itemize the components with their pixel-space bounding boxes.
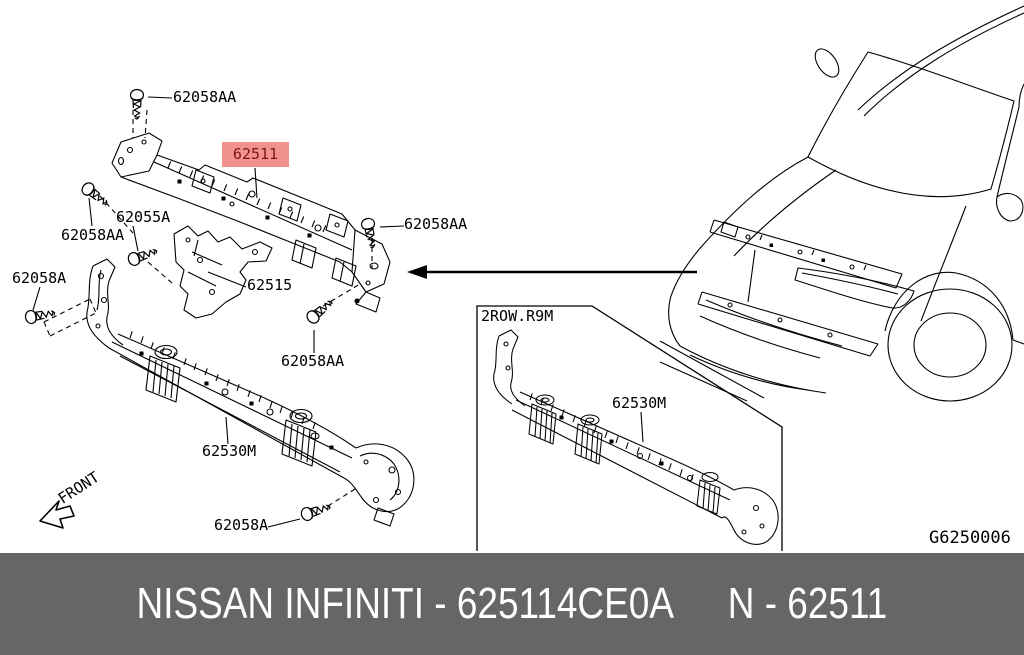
footer-banner: NISSAN INFINITI - 625114CE0A N - 62511 <box>0 553 1024 655</box>
callout-bolt-upper-right: 62058AA <box>404 215 468 233</box>
callout-bolt-far-left: 62058A <box>12 269 67 287</box>
bolt-upper-right-icon <box>359 216 380 250</box>
bolt-upper-left-icon <box>79 179 112 210</box>
callout-lower-crossmember: 62530M <box>202 442 257 460</box>
bracket-62515 <box>173 225 273 319</box>
leader-lines <box>32 96 644 528</box>
callout-bolt-bottom: 62058A <box>214 516 269 534</box>
figure-code: G6250006 <box>929 528 1011 548</box>
bolt-62055a-icon <box>126 244 160 268</box>
banner-part-number: N - 62511 <box>727 579 888 628</box>
inset-box <box>476 305 783 551</box>
inset-crossmember-callout: 62530M <box>612 394 667 412</box>
bolt-far-left-icon <box>23 305 57 325</box>
inset-variant-tag: 2ROW.R9M <box>481 307 554 325</box>
callout-bolt-upper-left: 62058AA <box>61 226 125 244</box>
pointer-arrow <box>407 265 697 279</box>
footer-banner-text: NISSAN INFINITI - 625114CE0A N - 62511 <box>137 579 888 629</box>
front-arrow-icon <box>39 500 75 529</box>
car-internal-crossmember-sketch <box>697 219 903 357</box>
inset-crossmember-62530m <box>493 329 779 545</box>
bolt-bottom-icon <box>299 499 333 523</box>
callout-bracket-62515: 62515 <box>247 276 293 294</box>
car-illustration <box>659 5 1024 402</box>
callout-stay-62055a: 62055A <box>116 208 171 226</box>
callout-bolt-top: 62058AA <box>173 88 237 106</box>
callout-bolt-middle: 62058AA <box>281 352 345 370</box>
banner-part-description: NISSAN INFINITI - 625114CE0A <box>136 579 675 628</box>
highlighted-part-callout-62511: 62511 <box>222 142 289 167</box>
lower-crossmember-62530m <box>86 258 415 527</box>
upper-radiator-support-62511 <box>111 132 391 313</box>
